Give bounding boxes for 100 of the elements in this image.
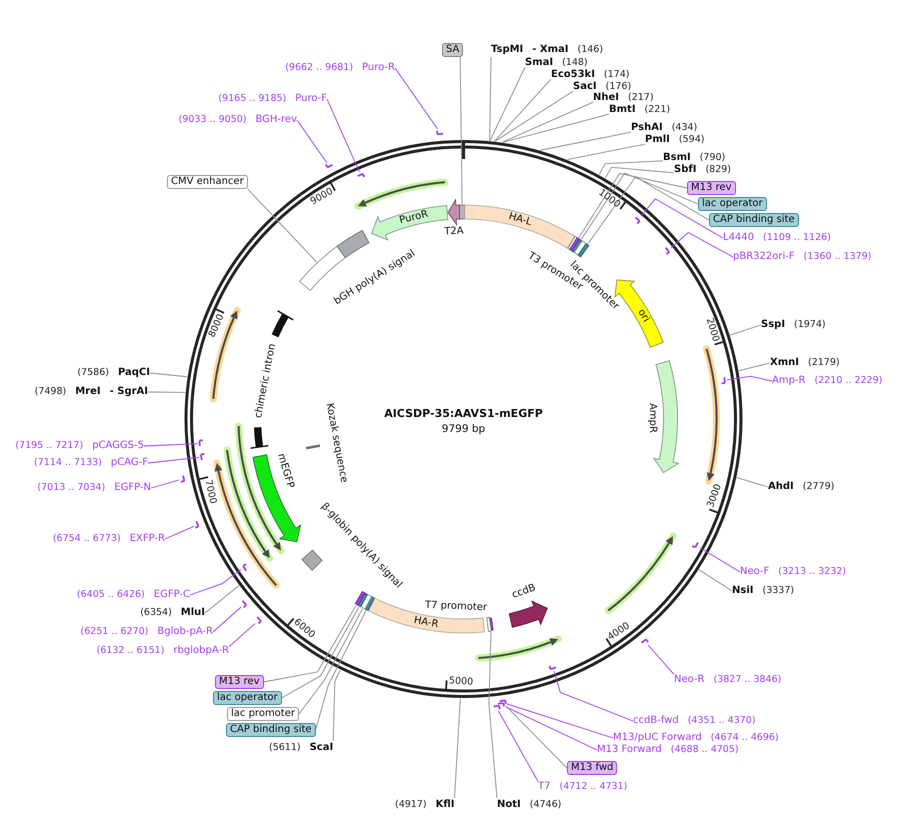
primer-name: M13/pUC Forward <box>613 731 702 744</box>
plasmid-size: 9799 bp <box>442 422 486 434</box>
leader-line <box>394 68 438 130</box>
leader-line <box>489 56 492 142</box>
primer-binding-range: (7013 .. 7034) <box>37 481 106 495</box>
cut-site-position: (221) <box>644 103 670 117</box>
primer-name: EGFP-N <box>114 481 151 495</box>
leader-line <box>488 632 498 798</box>
enzyme-name: KflI <box>436 798 454 812</box>
scale-number: 9000 <box>308 186 336 208</box>
cut-site-position: (146) <box>578 43 604 57</box>
cut-site-position: (174) <box>604 68 630 82</box>
leader-line <box>150 372 188 378</box>
primer-binding-range: (4351 .. 4370) <box>688 714 756 728</box>
cut-site-position: (176) <box>606 80 632 92</box>
feature-name: T2A <box>444 226 464 239</box>
leader-line <box>506 704 614 738</box>
cut-site-position: (3337) <box>762 584 794 598</box>
leader-line <box>726 376 772 382</box>
leader-line <box>730 324 762 336</box>
leader-line <box>164 526 194 540</box>
leader-line <box>315 610 366 730</box>
scale-number: 4000 <box>606 620 633 644</box>
primer-binding-range: (6754 .. 6773) <box>52 532 121 546</box>
leader-line <box>640 198 724 238</box>
leader-line <box>150 480 180 488</box>
scale-number: 3000 <box>706 482 726 510</box>
leader-line <box>698 569 732 592</box>
cut-site-position: (1974) <box>794 318 826 332</box>
primer-name: Amp-R <box>772 374 806 388</box>
primer-name: pCAG-F <box>110 456 148 470</box>
cut-site-position: (217) <box>628 91 654 104</box>
feature-name: HA-R <box>413 614 440 631</box>
feature-name: PuroR <box>398 208 430 228</box>
primer-name: Puro-F <box>295 92 327 106</box>
leader-line <box>247 188 318 262</box>
scale-number: 8000 <box>206 312 228 340</box>
primer-name: L4440 <box>723 231 754 245</box>
primer-name: pBR322ori-F <box>733 250 795 264</box>
enzyme-name: NheI <box>593 91 619 104</box>
feature-name: HA-L <box>507 210 533 229</box>
primer-name: Bglob-pA-R <box>157 625 213 639</box>
enzyme-name: SmaI <box>525 56 554 69</box>
leader-line <box>506 706 568 768</box>
enzyme-name: MreI <box>75 385 101 399</box>
scale-number: 5000 <box>448 676 474 690</box>
enzyme-name: PmlI <box>645 133 670 147</box>
feature-tag: lac operator <box>698 197 767 211</box>
feature-name: AmpR <box>646 403 659 433</box>
leader-line <box>540 132 632 151</box>
enzyme-name: BsmI <box>663 151 691 164</box>
primer-binding-range: (6405 .. 6426) <box>76 588 145 602</box>
leader-line <box>604 166 674 179</box>
cut-site-position: (2779) <box>802 480 834 494</box>
leader-line <box>148 456 200 464</box>
leader-line <box>190 569 242 596</box>
feature-name: ori <box>634 307 652 324</box>
leader-line <box>326 98 360 172</box>
primer-binding-range: (6132 .. 6151) <box>96 644 164 658</box>
enzyme-name: SspI <box>761 318 786 332</box>
scale-number: 7000 <box>202 478 219 505</box>
leader-line <box>554 670 634 722</box>
feature-tag: CAP binding site <box>709 213 799 227</box>
cut-site-position: (6354) <box>140 606 172 620</box>
primer-binding-range: (6251 .. 6270) <box>80 625 148 639</box>
cut-site-position: (594) <box>678 133 704 147</box>
plasmid-name: AICSDP-35:AAVS1-mEGFP <box>384 408 543 420</box>
enzyme-name: NotI <box>497 798 521 812</box>
cut-site-position: (7498) <box>34 385 66 399</box>
primer-name: EXFP-R <box>130 532 165 546</box>
cut-site-position: (2179) <box>808 356 840 370</box>
feature-tag: CAP binding site <box>226 723 316 737</box>
feature-tag: SA <box>442 43 464 57</box>
cut-site-position: (790) <box>700 151 726 164</box>
primer-name: rbglobpA-R <box>173 644 229 658</box>
leader-line <box>736 477 768 488</box>
leader-line <box>670 232 734 258</box>
leader-line <box>700 547 740 572</box>
cut-site-position: (4746) <box>530 798 562 812</box>
cut-site-position: (4917) <box>395 798 427 812</box>
primer-name: T7 <box>538 780 550 794</box>
primer-name: pCAGGS-5 <box>92 439 144 453</box>
primer-binding-range: (1109 .. 1126) <box>763 231 831 245</box>
enzyme-name: PshAI <box>631 121 663 134</box>
feature-name: Kozak sequence <box>322 402 350 484</box>
feature-tag: M13 rev <box>215 675 264 689</box>
cut-site-position: (148) <box>562 56 588 69</box>
leader-line <box>204 585 240 614</box>
enzyme-name: Eco53kI <box>551 68 595 82</box>
leader-line <box>298 608 363 714</box>
primer-name: EGFP-C <box>154 588 190 602</box>
leader-line <box>263 604 357 682</box>
feature-name: chimeric intron <box>252 342 279 420</box>
feature-tag: M13 fwd <box>567 761 618 775</box>
primer-binding-range: (4712 .. 4731) <box>559 780 628 794</box>
primer-binding-range: (4674 .. 4696) <box>710 731 779 744</box>
cut-site-position: (829) <box>705 163 731 177</box>
enzyme-name: BmtI <box>609 103 636 117</box>
leader-line <box>332 669 341 742</box>
leader-line <box>212 606 242 632</box>
